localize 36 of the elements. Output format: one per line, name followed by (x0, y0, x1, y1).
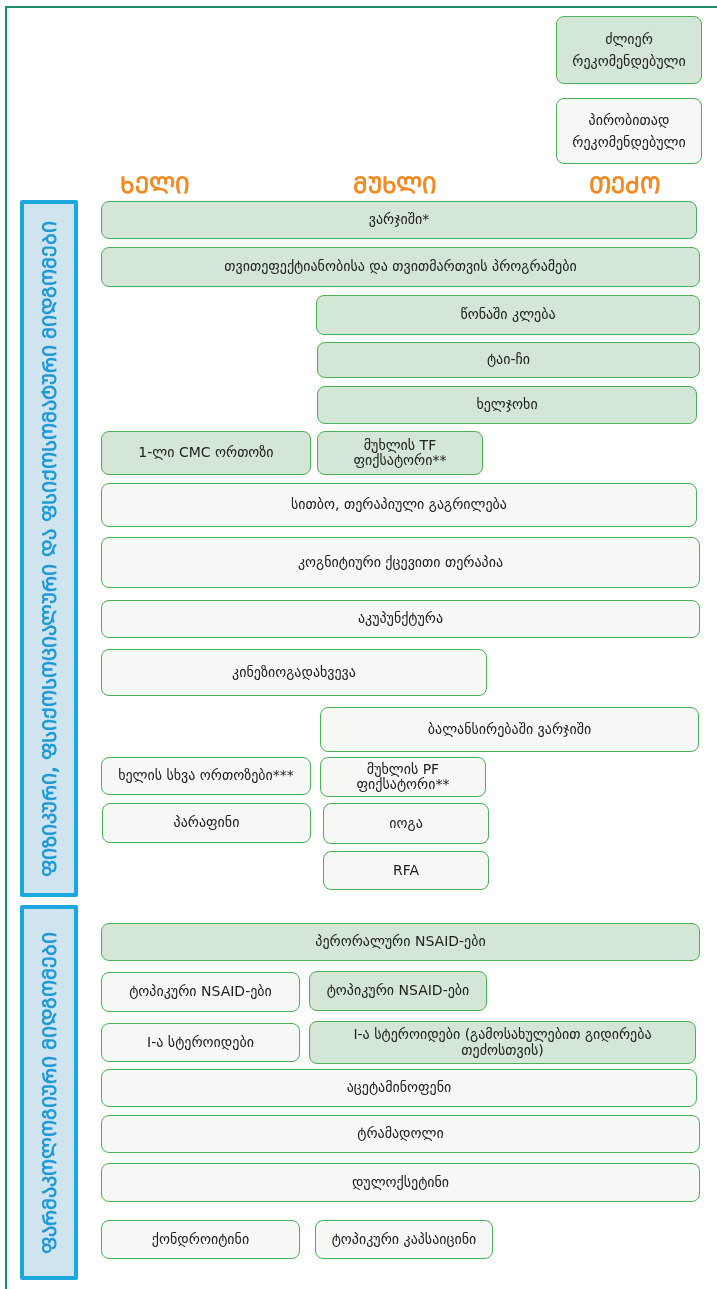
treatment-box: I-ა სტეროიდები (101, 1023, 300, 1062)
column-header: ᲮᲔᲚᲘ (120, 171, 190, 200)
treatment-box: ბალანსირებაში ვარჯიში (320, 707, 699, 752)
treatment-box: აცეტამინოფენი (101, 1069, 697, 1107)
treatment-box: ტოპიკური კაპსაიცინი (315, 1220, 493, 1259)
category-label: ᲤᲘᲖᲘᲙᲣᲠᲘ, ᲤᲡᲘᲥᲝᲡᲝᲪᲘᲐᲚᲣᲠᲘ ᲓᲐ ᲤᲡᲘᲥᲝᲡᲝᲛᲐᲢᲣᲠᲘ ᲛᲘᲓᲒᲝᲛᲔᲑᲘ (39, 219, 59, 879)
treatment-box: მუხლის PF ფიქსატორი** (320, 757, 486, 797)
treatment-box: 1-ლი CMC ორთოზი (101, 431, 311, 475)
legend-box: პირობითად რეკომენდებული (556, 98, 702, 164)
treatment-box: მუხლის TF ფიქსატორი** (317, 431, 483, 475)
column-header: ᲗᲔᲫᲝ (589, 171, 661, 200)
category-band (20, 905, 78, 1280)
treatment-box: ვარჯიში* (101, 201, 697, 239)
treatment-box: ქონდროიტინი (101, 1220, 300, 1259)
treatment-box: I-ა სტეროიდები (გამოსახულებით გიდირება თეძოსთვის) (309, 1021, 696, 1064)
treatment-box: იოგა (323, 803, 489, 844)
treatment-box: ხელჯოხი (317, 386, 697, 424)
treatment-box: სითბო, თერაპიული გაგრილება (101, 483, 697, 527)
treatment-box: ტაი-ჩი (317, 342, 700, 378)
treatment-box: პერორალური NSAID-ები (101, 923, 700, 961)
treatment-box: აკუპუნქტურა (101, 600, 700, 638)
treatment-box: RFA (323, 851, 489, 890)
treatment-box: კოგნიტიური ქცევითი თერაპია (101, 537, 700, 588)
treatment-box: ხელის სხვა ორთოზები*** (101, 757, 311, 795)
treatment-box: დულოქსეტინი (101, 1163, 700, 1202)
treatment-box: პარაფინი (102, 803, 311, 843)
legend-box: ძლიერ რეკომენდებული (556, 16, 702, 84)
treatment-box: ტოპიკური NSAID-ები (309, 971, 487, 1011)
category-label: ᲤᲐᲠᲛᲐᲙᲝᲚᲝᲒᲘᲣᲠᲘ ᲛᲘᲓᲒᲝᲛᲔᲑᲘ (39, 930, 59, 1256)
column-header: ᲛᲣᲮᲚᲘ (353, 171, 437, 200)
treatment-box: კინეზიოგადახვევა (101, 649, 487, 696)
treatment-box: წონაში კლება (316, 295, 700, 335)
category-band (20, 200, 78, 897)
treatment-box: ტოპიკური NSAID-ები (101, 972, 300, 1012)
treatment-box: ტრამადოლი (101, 1115, 700, 1153)
treatment-box: თვითეფექტიანობისა და თვითმართვის პროგრამები (101, 247, 700, 287)
